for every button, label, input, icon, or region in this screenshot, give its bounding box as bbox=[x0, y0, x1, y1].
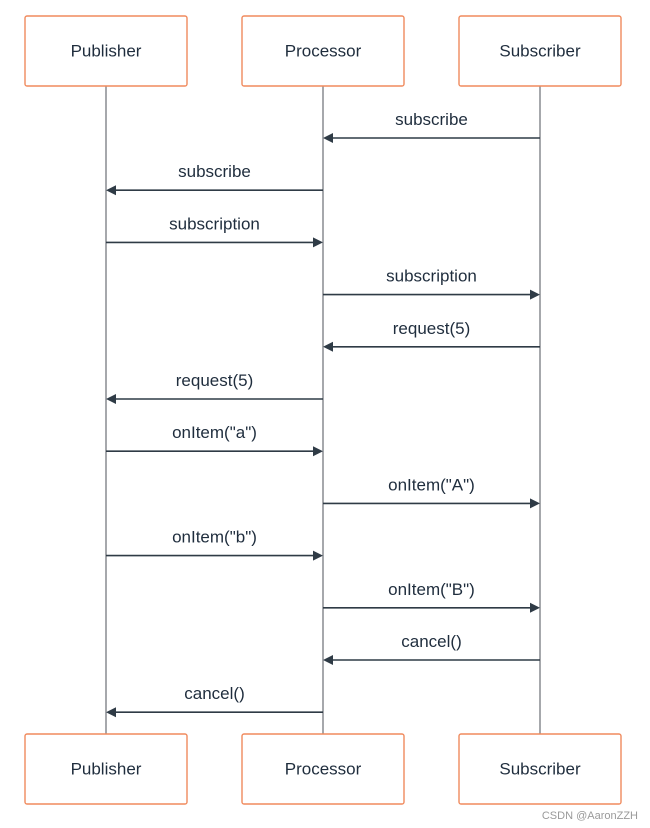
arrowhead-icon bbox=[313, 446, 323, 457]
lifelines bbox=[105, 86, 541, 734]
message-12: cancel() bbox=[106, 684, 323, 718]
participant-box-processor-bottom: Processor bbox=[241, 733, 405, 805]
message-label: request(5) bbox=[393, 319, 470, 338]
message-label: onItem("a") bbox=[172, 423, 257, 442]
message-label: cancel() bbox=[184, 684, 244, 703]
participant-box-processor-top: Processor bbox=[241, 15, 405, 87]
message-2: subscribe bbox=[106, 162, 323, 196]
participant-box-publisher-top: Publisher bbox=[24, 15, 188, 87]
arrowhead-icon bbox=[323, 655, 333, 665]
arrowhead-icon bbox=[313, 237, 323, 248]
message-label: subscribe bbox=[178, 162, 251, 181]
message-9: onItem("b") bbox=[106, 528, 323, 561]
message-11: cancel() bbox=[323, 632, 540, 665]
arrowhead-icon bbox=[313, 550, 323, 561]
watermark: CSDN @AaronZZH bbox=[541, 810, 638, 822]
participant-label: Processor bbox=[285, 41, 362, 60]
participant-row-top: Publisher Processor Subscriber bbox=[24, 15, 622, 87]
message-7: onItem("a") bbox=[106, 423, 323, 457]
message-label: subscription bbox=[169, 214, 260, 233]
participant-label: Subscriber bbox=[499, 41, 581, 60]
arrowhead-icon bbox=[106, 707, 116, 718]
participant-label: Processor bbox=[285, 759, 362, 778]
message-label: subscribe bbox=[395, 110, 468, 129]
arrowhead-icon bbox=[530, 498, 540, 509]
message-label: onItem("b") bbox=[172, 528, 257, 547]
messages: subscribe subscribe subscription subscripti… bbox=[106, 110, 540, 718]
participant-row-bottom: Publisher Processor Subscriber bbox=[24, 733, 622, 805]
message-5: request(5) bbox=[323, 319, 540, 352]
participant-box-subscriber-top: Subscriber bbox=[458, 15, 622, 87]
message-6: request(5) bbox=[106, 371, 323, 404]
arrowhead-icon bbox=[530, 602, 540, 613]
participant-label: Publisher bbox=[71, 41, 142, 60]
message-label: onItem("A") bbox=[388, 475, 475, 494]
message-4: subscription bbox=[323, 267, 540, 300]
message-label: onItem("B") bbox=[388, 580, 475, 599]
participant-label: Publisher bbox=[71, 759, 142, 778]
arrowhead-icon bbox=[530, 289, 540, 300]
message-1: subscribe bbox=[323, 110, 540, 143]
message-10: onItem("B") bbox=[323, 580, 540, 613]
arrowhead-icon bbox=[106, 185, 116, 196]
arrowhead-icon bbox=[323, 133, 333, 143]
arrowhead-icon bbox=[106, 394, 116, 404]
participant-label: Subscriber bbox=[499, 759, 581, 778]
participant-box-publisher-bottom: Publisher bbox=[24, 733, 188, 805]
message-8: onItem("A") bbox=[323, 475, 540, 509]
arrowhead-icon bbox=[323, 341, 333, 352]
message-label: request(5) bbox=[176, 371, 253, 390]
message-label: cancel() bbox=[401, 632, 461, 651]
message-label: subscription bbox=[386, 267, 477, 286]
participant-box-subscriber-bottom: Subscriber bbox=[458, 733, 622, 805]
message-3: subscription bbox=[106, 214, 323, 248]
